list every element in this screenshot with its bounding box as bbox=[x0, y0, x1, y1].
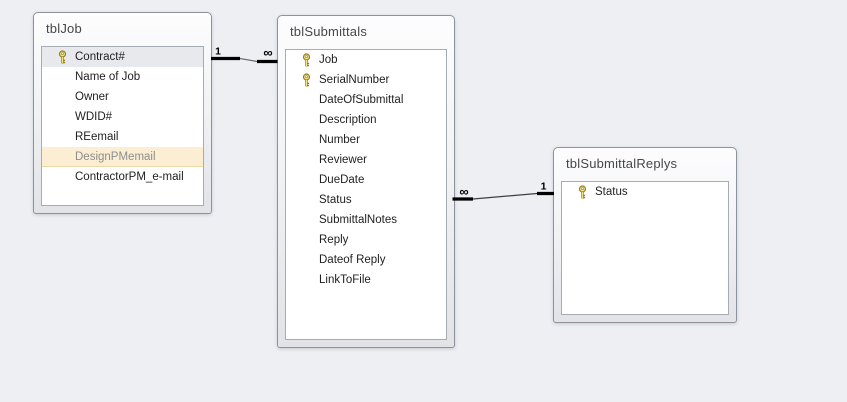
field-row[interactable]: ContractorPM_e-mail bbox=[42, 167, 203, 187]
field-row[interactable]: Status bbox=[286, 190, 446, 210]
field-row[interactable]: Name of Job bbox=[42, 67, 203, 87]
field-row[interactable]: Reviewer bbox=[286, 150, 446, 170]
field-row[interactable]: Owner bbox=[42, 87, 203, 107]
table-window-tbljob[interactable]: tblJob Contract# Name of Job Ow bbox=[33, 12, 212, 214]
table-title[interactable]: tblSubmittals bbox=[290, 24, 368, 39]
cardinality-many-label: ∞ bbox=[263, 45, 272, 60]
field-name: SerialNumber bbox=[319, 74, 390, 86]
field-name: WDID# bbox=[75, 111, 113, 123]
field-row[interactable]: Status bbox=[562, 182, 728, 202]
field-name: Status bbox=[595, 186, 628, 198]
field-name: Status bbox=[319, 194, 352, 206]
field-name: Description bbox=[319, 114, 377, 126]
field-name: Name of Job bbox=[75, 71, 141, 83]
field-row[interactable]: Contract# bbox=[42, 47, 203, 67]
field-name: Job bbox=[319, 54, 338, 66]
field-row[interactable]: Description bbox=[286, 110, 446, 130]
primary-key-icon bbox=[301, 53, 312, 68]
field-row[interactable]: Job bbox=[286, 50, 446, 70]
field-row[interactable]: SerialNumber bbox=[286, 70, 446, 90]
field-name: REemail bbox=[75, 131, 119, 143]
relationship-tbljob-tblsubmittals[interactable]: 1 ∞ bbox=[211, 45, 278, 64]
field-list: Job SerialNumber DateOfSubmittal bbox=[285, 49, 447, 340]
field-name: LinkToFile bbox=[319, 274, 371, 286]
primary-key-icon bbox=[301, 73, 312, 88]
field-name: Owner bbox=[75, 91, 109, 103]
primary-key-icon bbox=[57, 50, 68, 65]
field-name: Reviewer bbox=[319, 154, 367, 166]
field-name: Number bbox=[319, 134, 360, 146]
field-row[interactable]: DesignPMemail bbox=[42, 147, 203, 167]
primary-key-icon bbox=[577, 185, 588, 200]
field-name: Dateof Reply bbox=[319, 254, 386, 266]
field-row[interactable]: DueDate bbox=[286, 170, 446, 190]
cardinality-many-label: ∞ bbox=[459, 184, 468, 199]
field-row[interactable]: WDID# bbox=[42, 107, 203, 127]
table-window-tblsubmittals[interactable]: tblSubmittals Job bbox=[277, 15, 455, 348]
field-name: Contract# bbox=[75, 51, 125, 63]
field-row[interactable]: Number bbox=[286, 130, 446, 150]
field-list: Contract# Name of Job Owner WDID# REemai… bbox=[41, 46, 204, 206]
field-row[interactable]: REemail bbox=[42, 127, 203, 147]
table-title[interactable]: tblSubmittalReplys bbox=[566, 156, 678, 171]
relationship-tblsubmittals-tblsubmittalreplys[interactable]: ∞ 1 bbox=[452, 181, 555, 201]
table-window-tblsubmittalreplys[interactable]: tblSubmittalReplys Status bbox=[553, 147, 737, 323]
field-row[interactable]: SubmittalNotes bbox=[286, 210, 446, 230]
table-title[interactable]: tblJob bbox=[46, 21, 82, 36]
field-row[interactable]: Reply bbox=[286, 230, 446, 250]
field-name: ContractorPM_e-mail bbox=[75, 171, 184, 183]
field-name: DueDate bbox=[319, 174, 365, 186]
field-name: SubmittalNotes bbox=[319, 214, 397, 226]
field-row[interactable]: LinkToFile bbox=[286, 270, 446, 290]
field-name: Reply bbox=[319, 234, 349, 246]
cardinality-one-label: 1 bbox=[215, 46, 221, 58]
field-row[interactable]: DateOfSubmittal bbox=[286, 90, 446, 110]
field-row[interactable]: Dateof Reply bbox=[286, 250, 446, 270]
field-name: DateOfSubmittal bbox=[319, 94, 404, 106]
cardinality-one-label: 1 bbox=[541, 181, 547, 193]
field-name: DesignPMemail bbox=[75, 151, 156, 163]
field-list: Status bbox=[561, 181, 729, 315]
